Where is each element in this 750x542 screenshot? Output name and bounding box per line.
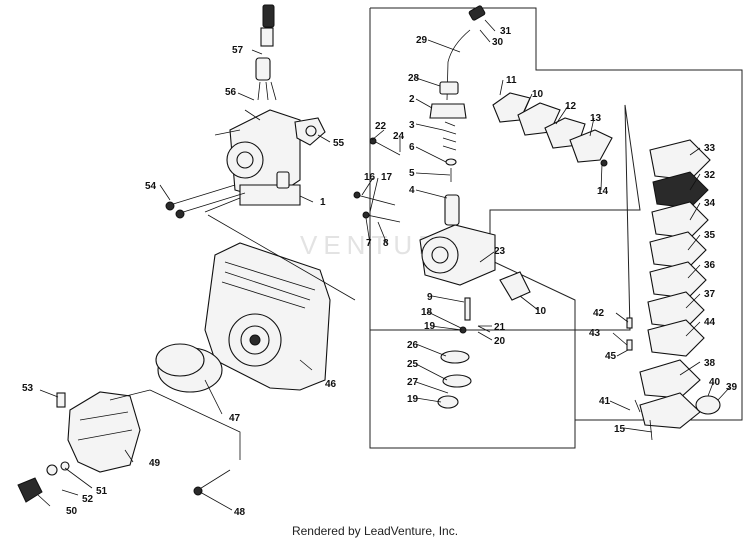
callout-30: 30 — [492, 37, 504, 48]
callout-33: 33 — [704, 143, 716, 154]
callout-35: 35 — [704, 230, 716, 241]
callout-43: 43 — [589, 328, 601, 339]
callout-31: 31 — [500, 26, 512, 37]
screw-48 — [193, 469, 231, 496]
callout-9: 9 — [427, 292, 433, 303]
callout-57: 57 — [232, 45, 244, 56]
filter-element-47 — [155, 343, 223, 393]
callout-47: 47 — [229, 413, 241, 424]
carb-body-center — [419, 5, 531, 301]
callout-49: 49 — [149, 458, 161, 469]
callout-24: 24 — [393, 131, 405, 142]
top-gaskets — [492, 92, 613, 167]
diaphragm-stack — [626, 139, 721, 441]
callout-17: 17 — [381, 172, 393, 183]
callout-7: 7 — [366, 238, 372, 249]
callout-19-upper: 19 — [424, 321, 436, 332]
needle-screws — [353, 137, 401, 223]
callout-4: 4 — [409, 185, 415, 196]
cover-49 — [67, 391, 141, 473]
callout-44: 44 — [704, 317, 716, 328]
callout-32: 32 — [704, 170, 716, 181]
knob-50 — [17, 461, 70, 503]
filter-housing-46 — [204, 242, 331, 391]
render-credit: Rendered by LeadVenture, Inc. — [291, 524, 459, 538]
callout-41: 41 — [599, 396, 611, 407]
callout-20: 20 — [494, 336, 506, 347]
callout-5: 5 — [409, 168, 415, 179]
callout-18: 18 — [421, 307, 433, 318]
callout-6: 6 — [409, 142, 415, 153]
callout-54: 54 — [145, 181, 157, 192]
callout-19-lower: 19 — [407, 394, 419, 405]
callout-45: 45 — [605, 351, 617, 362]
callout-2: 2 — [409, 94, 415, 105]
callout-10-lower: 10 — [535, 306, 547, 317]
carburetor-frame — [369, 7, 743, 421]
leader-lines-left — [37, 49, 356, 511]
callout-53: 53 — [22, 383, 34, 394]
callout-26: 26 — [407, 340, 419, 351]
callout-22: 22 — [375, 121, 387, 132]
callout-15: 15 — [614, 424, 626, 435]
callout-46: 46 — [325, 379, 337, 390]
callout-11: 11 — [506, 75, 517, 86]
callout-12: 12 — [565, 101, 577, 112]
screws-54 — [165, 184, 246, 219]
callout-3: 3 — [409, 120, 415, 131]
callout-21: 21 — [494, 322, 506, 333]
callout-1: 1 — [320, 197, 326, 208]
callout-56: 56 — [225, 87, 237, 98]
callout-29: 29 — [416, 35, 428, 46]
part-53 — [56, 392, 66, 408]
callout-50: 50 — [66, 506, 78, 517]
carburetor-frame-lower — [369, 330, 576, 449]
callout-34: 34 — [704, 198, 716, 209]
callout-10-upper: 10 — [532, 89, 544, 100]
callout-28: 28 — [408, 73, 420, 84]
callout-51: 51 — [96, 486, 108, 497]
small-parts-lower — [437, 297, 491, 409]
callout-27: 27 — [407, 377, 419, 388]
callout-14: 14 — [597, 186, 609, 197]
callout-8: 8 — [383, 238, 389, 249]
callout-16: 16 — [364, 172, 376, 183]
exploded-parts-diagram: 1 2 3 4 5 6 7 8 9 10 10 11 12 13 14 15 1… — [17, 4, 743, 518]
callout-42: 42 — [593, 308, 605, 319]
callout-48: 48 — [234, 507, 246, 518]
callout-40: 40 — [709, 377, 721, 388]
carb-assembly-left — [214, 4, 326, 206]
callout-25: 25 — [407, 359, 419, 370]
callout-55: 55 — [333, 138, 345, 149]
leader-lines-right — [361, 19, 731, 433]
callout-13: 13 — [590, 113, 602, 124]
callout-52: 52 — [82, 494, 94, 505]
callout-38: 38 — [704, 358, 716, 369]
callout-37: 37 — [704, 289, 716, 300]
callout-39: 39 — [726, 382, 738, 393]
callout-labels: 1 2 3 4 5 6 7 8 9 10 10 11 12 13 14 15 1… — [22, 26, 738, 518]
callout-23: 23 — [494, 246, 506, 257]
callout-36: 36 — [704, 260, 716, 271]
